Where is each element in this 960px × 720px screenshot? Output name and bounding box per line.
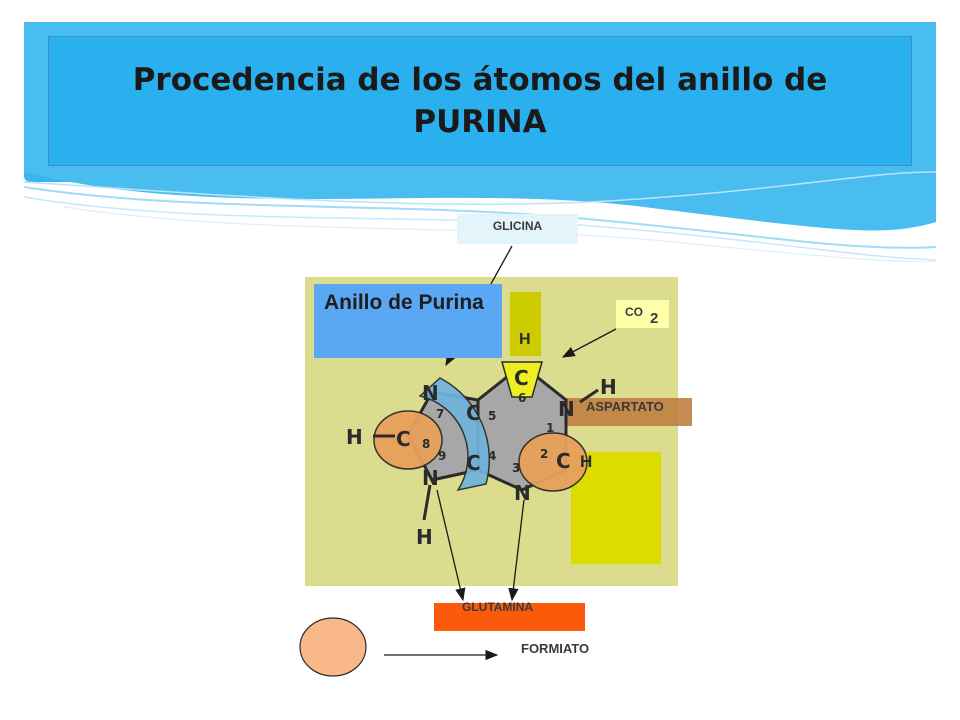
glycine-arc xyxy=(418,377,491,492)
side-h-n1: H xyxy=(580,452,593,471)
formate-legend-oval xyxy=(299,617,367,677)
aspartate-bar xyxy=(548,398,692,426)
pos-8: 8 xyxy=(422,437,430,451)
yellow-column-c6 xyxy=(510,292,541,356)
pos-9: 9 xyxy=(438,449,446,463)
atom-c4: C xyxy=(466,451,481,475)
arrow-glutamine-n9 xyxy=(436,489,466,602)
formate-oval-c8 xyxy=(373,410,443,470)
arrow-glutamine-n3 xyxy=(508,499,525,602)
ring-label: Anillo de Purina xyxy=(314,284,502,358)
atom-c2: C xyxy=(556,449,571,473)
glycine-label-text: GLICINA xyxy=(492,219,543,233)
aspartate-label: ASPARTATO xyxy=(586,399,664,414)
co2-label: CO 2 xyxy=(616,300,669,328)
atom-n7: N xyxy=(422,381,439,405)
pos-1: 1 xyxy=(546,421,554,435)
pos-6: 6 xyxy=(518,391,526,405)
atom-c8: C xyxy=(396,427,411,451)
formate-oval-c2 xyxy=(518,432,588,492)
pos-5: 5 xyxy=(488,409,496,423)
atom-h-c8: H xyxy=(346,425,363,449)
atom-n9: N xyxy=(422,466,439,490)
pos-4: 4 xyxy=(488,449,496,463)
glycine-label: GLICINA xyxy=(457,214,578,244)
co2-label-text: CO xyxy=(625,305,643,319)
side-h-c6: H xyxy=(519,331,531,348)
glutamine-label: GLUTAMINA xyxy=(434,600,585,631)
pos-7: 7 xyxy=(436,407,444,421)
pos-2: 2 xyxy=(540,447,548,461)
co2-trapezoid xyxy=(501,361,543,398)
arrow-co2 xyxy=(561,328,617,358)
formate-label: FORMIATO xyxy=(521,641,590,656)
atom-n1: N xyxy=(558,397,575,421)
slide-title: Procedencia de los átomos del anillo de … xyxy=(132,62,828,140)
atom-c5: C xyxy=(466,401,481,425)
atom-h-n1: H xyxy=(600,375,617,399)
atom-n3: N xyxy=(514,481,531,505)
atom-c6: C xyxy=(514,366,529,390)
pos-3: 3 xyxy=(512,461,520,475)
co2-subscript: 2 xyxy=(650,310,659,327)
ring-label-text: Anillo de Purina xyxy=(324,291,484,314)
title-box: Procedencia de los átomos del anillo de … xyxy=(48,36,912,166)
glutamine-label-text: GLUTAMINA xyxy=(462,600,534,614)
atom-h-n9: H xyxy=(416,525,433,549)
